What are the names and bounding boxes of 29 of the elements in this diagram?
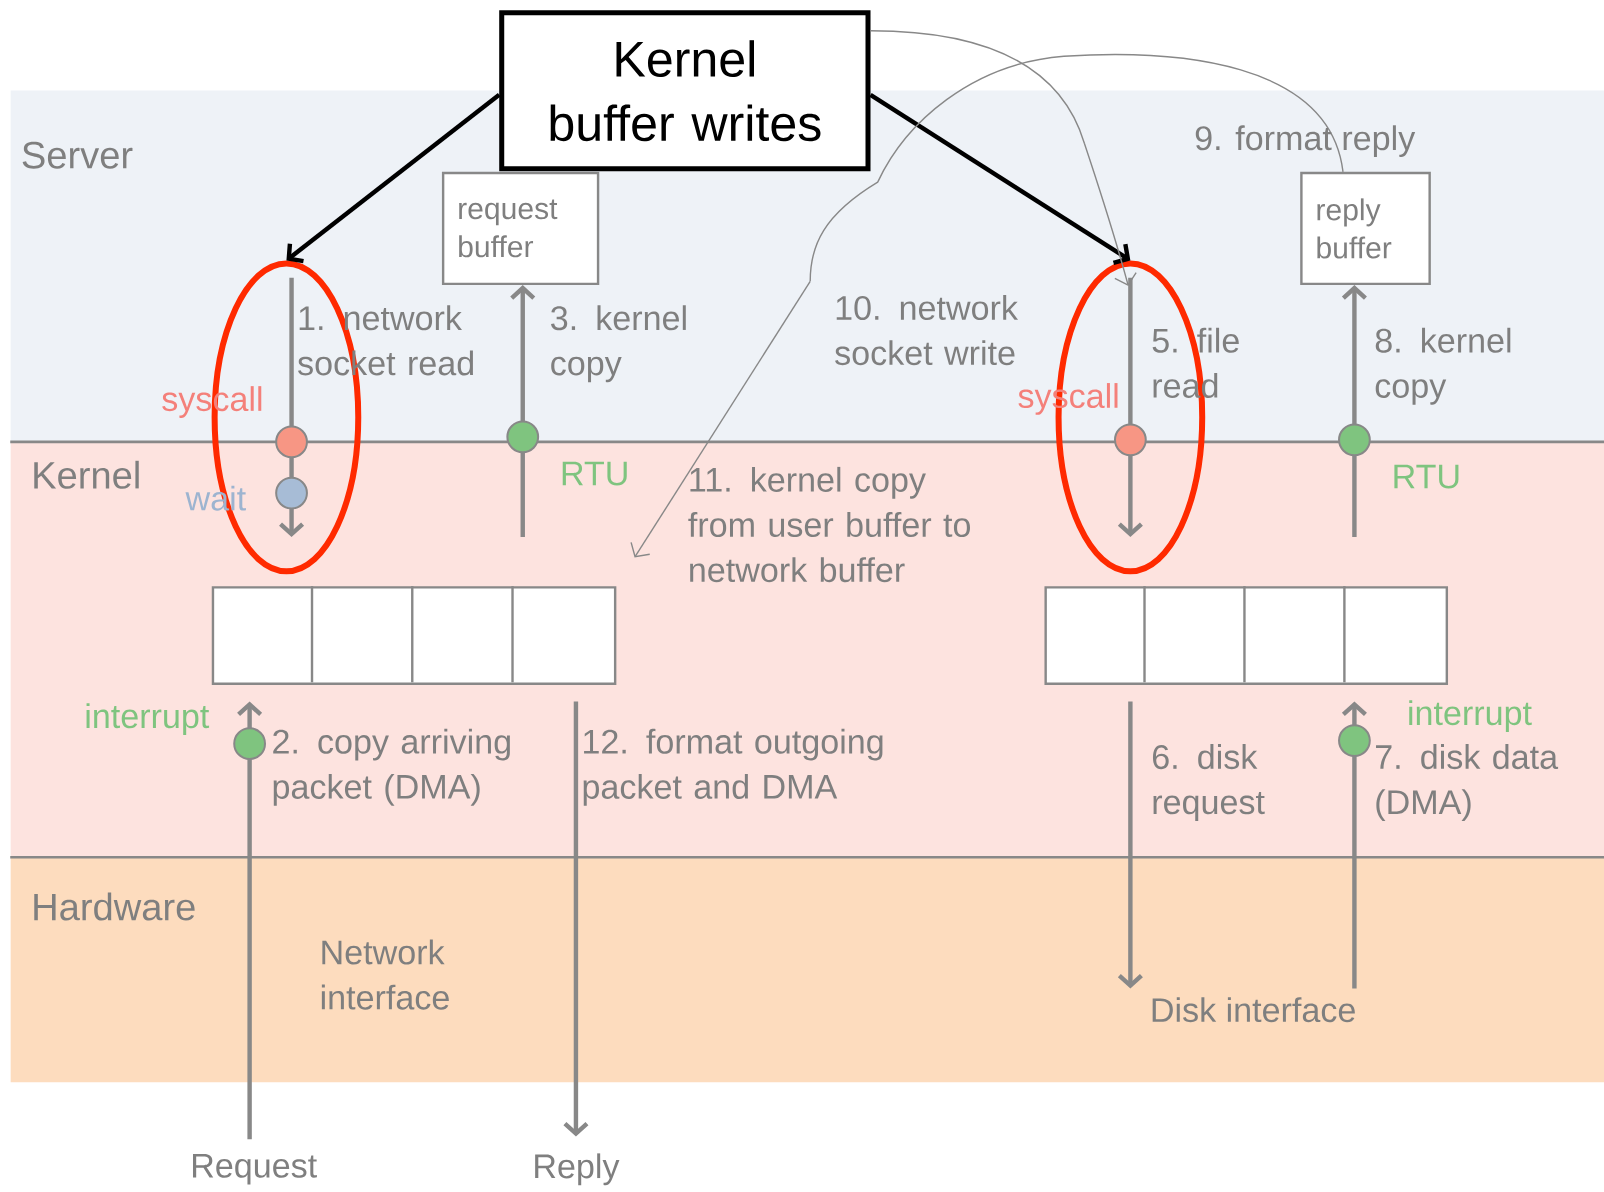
arrow-with-event-dots	[233, 701, 266, 1140]
arrow-with-event-dots	[1338, 285, 1371, 538]
buffer-box: request buffer	[441, 171, 600, 286]
event-label: interrupt	[1409, 700, 1532, 733]
event-label: RTU	[562, 461, 627, 486]
buffer-array	[1044, 586, 1449, 686]
callout-arrow	[286, 93, 501, 264]
step-label: 7. disk data (DMA)	[1376, 744, 1559, 822]
curved-arrow	[869, 30, 1137, 287]
step-label: 2. copy arriving packet (DMA)	[273, 728, 510, 806]
step-label: 12. format outgoing packet and DMA	[583, 728, 883, 806]
area-label: Network interface	[321, 939, 449, 1010]
step-label: 9. format reply	[1195, 125, 1416, 158]
step-label: 3. kernel copy	[551, 305, 686, 383]
step-label: 8. kernel copy	[1375, 327, 1511, 405]
endpoint-label: Reply	[535, 1153, 620, 1186]
arrow-with-event-dots	[506, 285, 540, 538]
endpoint-label: Request	[193, 1154, 317, 1185]
arrow	[1117, 701, 1143, 989]
arrow	[563, 701, 589, 1137]
buffer-box: reply buffer	[1300, 171, 1431, 286]
arrow-with-event-dots	[275, 277, 308, 538]
event-label: RTU	[1394, 464, 1459, 489]
step-label: 11. kernel copy from user buffer to network buffer	[688, 467, 970, 583]
arrow-with-event-dots	[1338, 701, 1371, 989]
buffer-array	[211, 586, 617, 686]
interface-label: Disk interface	[1152, 997, 1355, 1023]
arrow-with-event-dots	[1114, 277, 1147, 538]
callout-arrow	[869, 93, 1131, 265]
